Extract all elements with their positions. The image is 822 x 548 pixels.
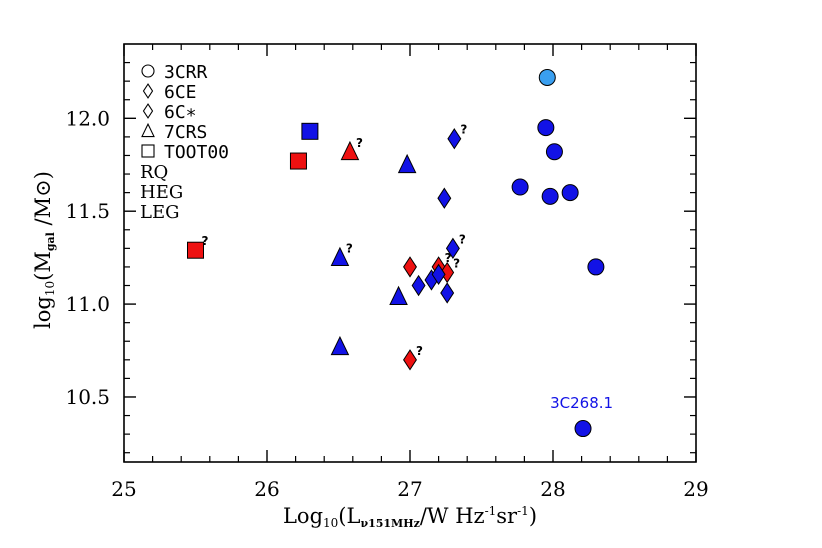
legend-label: 7CRS xyxy=(164,122,207,143)
legend-marker-diamond xyxy=(142,83,154,99)
data-point xyxy=(545,143,563,161)
x-axis-label: Log10(Lν151MHz/W Hz-1sr-1) xyxy=(283,504,537,530)
data-point xyxy=(187,241,204,259)
data-point xyxy=(389,285,408,305)
legend-color-label: RQ xyxy=(140,162,168,183)
y-tick-label: 11.5 xyxy=(65,199,110,223)
legend-marker-diamond xyxy=(142,103,154,119)
uncertain-mark: ? xyxy=(416,344,423,358)
uncertain-mark: ? xyxy=(346,242,353,256)
data-point xyxy=(330,246,350,266)
legend-label: TOOT00 xyxy=(164,142,229,163)
data-points: ???????? xyxy=(187,68,605,438)
y-tick-label: 12.0 xyxy=(65,106,110,130)
data-point xyxy=(537,119,555,137)
legend-label: 3CRR xyxy=(164,62,208,83)
legend-color-label: LEG xyxy=(140,202,179,223)
x-tick-label: 29 xyxy=(683,477,708,501)
x-tick-label: 26 xyxy=(254,477,279,501)
data-point xyxy=(340,140,360,161)
y-axis-label: log10(Mgal /M⊙) xyxy=(31,171,57,329)
data-point xyxy=(397,153,417,174)
y-tick-label: 11.0 xyxy=(65,292,110,316)
data-point xyxy=(541,187,559,205)
uncertain-mark: ? xyxy=(453,257,460,271)
data-point xyxy=(301,122,319,140)
data-point xyxy=(447,128,462,150)
data-point xyxy=(330,335,350,356)
data-point xyxy=(587,258,605,276)
data-point xyxy=(561,184,579,202)
uncertain-mark: ? xyxy=(460,123,467,137)
data-point xyxy=(440,282,455,304)
legend-marker-circle xyxy=(141,64,155,78)
legend-color-label: HEG xyxy=(140,182,183,203)
axis-ticks xyxy=(123,44,697,462)
tick-labels: 25 26 27 28 29 10.5 11.0 11.5 12.0 xyxy=(65,106,708,501)
x-tick-label: 27 xyxy=(397,477,422,501)
data-point xyxy=(538,68,556,86)
data-point xyxy=(511,178,529,196)
data-point xyxy=(574,420,592,438)
data-point xyxy=(403,349,417,371)
data-point xyxy=(403,256,417,278)
annotation-3c268: 3C268.1 xyxy=(550,394,613,412)
data-point xyxy=(289,152,307,170)
uncertain-mark: ? xyxy=(202,234,209,248)
uncertain-mark: ? xyxy=(356,136,363,150)
legend-marker-triangle xyxy=(141,122,155,138)
y-tick-label: 10.5 xyxy=(65,385,110,409)
legend-label: 6C∗ xyxy=(164,102,197,123)
legend-marker-square xyxy=(141,144,155,158)
uncertain-mark: ? xyxy=(445,251,452,265)
data-point xyxy=(445,237,460,260)
data-point xyxy=(437,187,452,209)
data-point xyxy=(431,263,446,286)
x-tick-label: 25 xyxy=(111,477,136,501)
legend-label: 6CE xyxy=(164,82,197,103)
x-tick-label: 28 xyxy=(540,477,565,501)
data-point xyxy=(411,274,426,297)
uncertain-mark: ? xyxy=(459,232,466,246)
